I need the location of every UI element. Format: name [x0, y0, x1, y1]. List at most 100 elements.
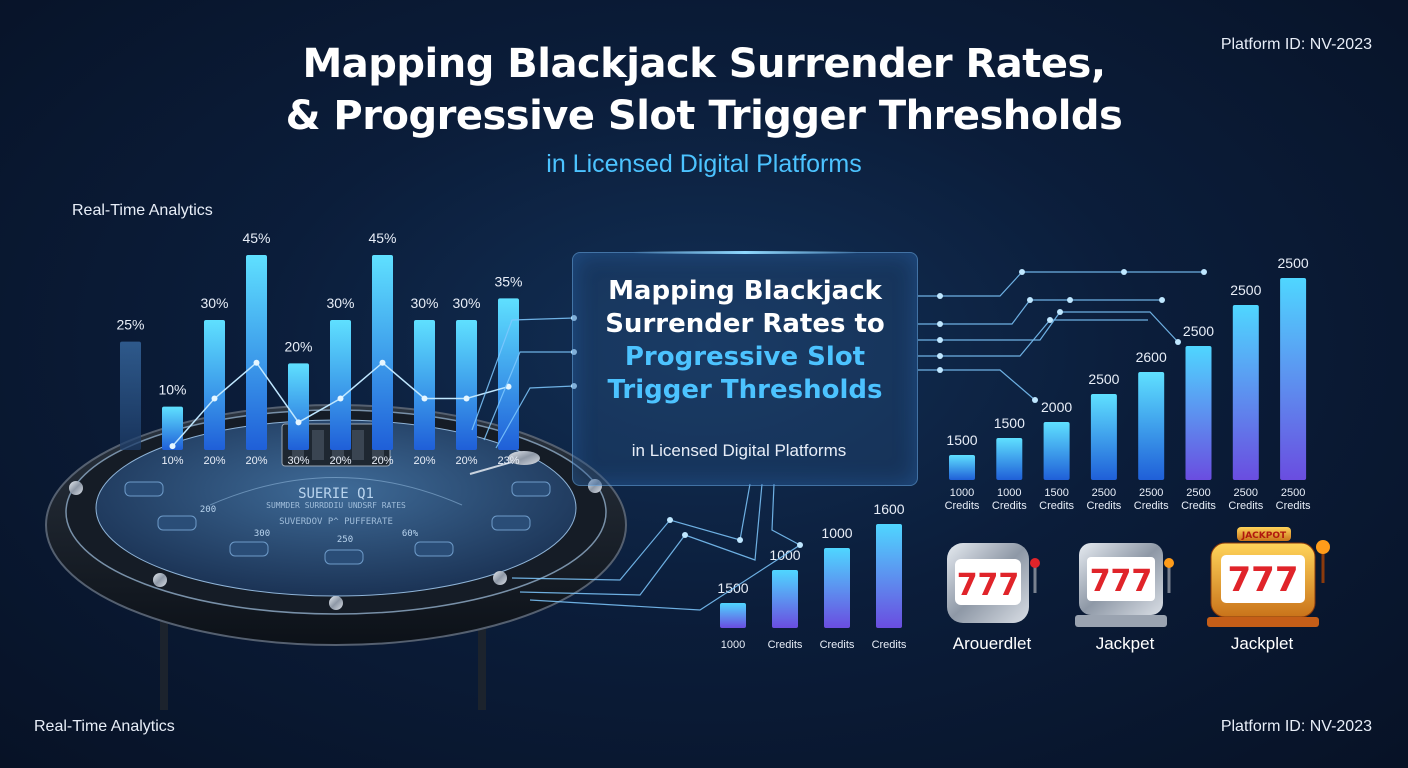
threshold-bar-label: 2500 [1230, 282, 1261, 298]
slot-machine-3: JACKPOT 777 [1207, 525, 1332, 630]
spot-label-3: 60% [402, 529, 419, 539]
slot-symbols-2: 777 [1090, 564, 1153, 599]
surrender-bar [330, 320, 351, 450]
surrender-tick-label: 20% [371, 455, 393, 467]
slot-machine-2: 777 [1075, 535, 1175, 630]
surrender-bar [288, 363, 309, 450]
table-rivets [69, 479, 602, 610]
threshold-tick-unit: Credits [1134, 500, 1169, 512]
felt-arc-1: SUMMDER SURRDDIU UNDSRF RATES [266, 501, 406, 510]
surrender-bar [498, 298, 519, 450]
panel-subtitle: in Licensed Digital Platforms [631, 441, 847, 460]
slot-topper: JACKPOT [1241, 531, 1287, 541]
threshold-bar-label: 2000 [1041, 399, 1072, 415]
threshold-tick-unit: Credits [1228, 500, 1263, 512]
threshold-bar [949, 455, 975, 480]
threshold-tick-label: 2500 [1092, 487, 1116, 499]
analytics-label-bottom: Real-Time Analytics [34, 718, 175, 735]
threshold-bar [996, 438, 1023, 480]
circuit-nodes [571, 269, 1207, 548]
platform-id-bottom: Platform ID: NV-2023 [1220, 718, 1372, 735]
surrender-bar [372, 255, 393, 450]
surrender-tick-label: 20% [413, 455, 435, 467]
threshold-bar [1185, 346, 1212, 480]
credits-bar [876, 524, 902, 628]
credits-tick-label: 1000 [721, 639, 745, 651]
spot-label-2: 300 [254, 529, 270, 539]
threshold-bar-label: 1500 [994, 415, 1025, 431]
credits-bar-label: 1600 [873, 501, 904, 517]
credits-bar [824, 548, 850, 628]
threshold-bar-label: 2500 [1088, 371, 1119, 387]
main-title-line1: Mapping Blackjack Surrender Rates, [302, 41, 1106, 87]
surrender-bar-label: 20% [284, 338, 312, 354]
credits-tick-label: Credits [872, 639, 907, 651]
surrender-bar [414, 320, 435, 450]
surrender-tick-label: 10% [161, 455, 183, 467]
panel-title-line4: Trigger Thresholds [607, 375, 883, 405]
credits-bar [720, 603, 746, 628]
threshold-tick-unit: Credits [1086, 500, 1121, 512]
spot-label-4: 250 [337, 535, 353, 545]
surrender-trend-point [463, 395, 470, 402]
threshold-tick-label: 1500 [1044, 487, 1068, 499]
surrender-tick-label: 20% [203, 455, 225, 467]
threshold-tick-unit: Credits [992, 500, 1027, 512]
surrender-tick-label: 20% [329, 455, 351, 467]
slot-machine-icon: 777 [1075, 543, 1174, 627]
slot-symbols-1: 777 [957, 568, 1020, 603]
credits-bar-label: 1000 [821, 525, 852, 541]
slot-name-2: Jackpet [1095, 634, 1155, 653]
credits-bar [772, 570, 798, 628]
threshold-tick-label: 2500 [1139, 487, 1163, 499]
panel-title-line2: Surrender Rates to [605, 309, 885, 339]
threshold-bar [1043, 422, 1070, 480]
felt-arc-2: SUVERDOV P^ PUFFERATE [279, 517, 393, 527]
surrender-bar-label: 45% [242, 230, 270, 246]
threshold-bar [1090, 394, 1117, 480]
slot-machine-1: 777 [943, 535, 1043, 630]
threshold-tick-unit: Credits [945, 500, 980, 512]
surrender-bar [246, 255, 267, 450]
threshold-bar-label: 2500 [1183, 323, 1214, 339]
blackjack-table: SUERIE Q1 SUMMDER SURRDDIU UNDSRF RATES … [45, 404, 627, 646]
credits-chart: 150010001000Credits1000Credits1600Credit… [717, 501, 906, 651]
surrender-trend-point [253, 359, 260, 366]
surrender-trend-point [295, 419, 302, 426]
surrender-trend-point [379, 359, 386, 366]
panel-title-line3: Progressive Slot [624, 342, 866, 372]
center-info-panel: Mapping Blackjack Surrender Rates to Pro… [572, 251, 918, 486]
surrender-tick-label: 23% [497, 455, 519, 467]
credits-tick-label: Credits [768, 639, 803, 651]
spot-label-1: 200 [200, 505, 216, 515]
threshold-tick-label: 2500 [1234, 487, 1258, 499]
slot-machine-icon: 777 [947, 543, 1040, 623]
main-title-line2: & Progressive Slot Trigger Thresholds [285, 93, 1123, 139]
surrender-trend-point [337, 395, 344, 402]
main-title: Mapping Blackjack Surrender Rates, & Pro… [0, 38, 1408, 142]
slot-symbols-3: 777 [1228, 560, 1299, 600]
surrender-trend-point [211, 395, 218, 402]
slot-threshold-chart: 15001000Credits15001000Credits20001500Cr… [945, 255, 1311, 512]
table-legs [160, 590, 486, 710]
threshold-bar-label: 1500 [946, 432, 977, 448]
surrender-bar-label: 10% [158, 382, 186, 398]
threshold-bar [1232, 305, 1259, 480]
threshold-tick-label: 2500 [1186, 487, 1210, 499]
betting-spots: 200 300 60% 250 [124, 481, 551, 565]
surrender-bar-label: 30% [200, 295, 228, 311]
surrender-bar-label: 30% [452, 295, 480, 311]
threshold-tick-label: 1000 [950, 487, 974, 499]
surrender-tick-label: 30% [287, 455, 309, 467]
slot-name-3: Jackplet [1230, 634, 1294, 653]
surrender-bar-label: 35% [494, 273, 522, 289]
surrender-tick-label: 20% [245, 455, 267, 467]
slot-name-1: Arouerdlet [952, 634, 1032, 653]
surrender-trend-point [169, 443, 176, 450]
felt-title: SUERIE Q1 [298, 486, 374, 502]
card-shoe [469, 451, 540, 475]
surrender-bar-label: 30% [326, 295, 354, 311]
threshold-bar-label: 2500 [1278, 255, 1309, 271]
surrender-bar [204, 320, 225, 450]
